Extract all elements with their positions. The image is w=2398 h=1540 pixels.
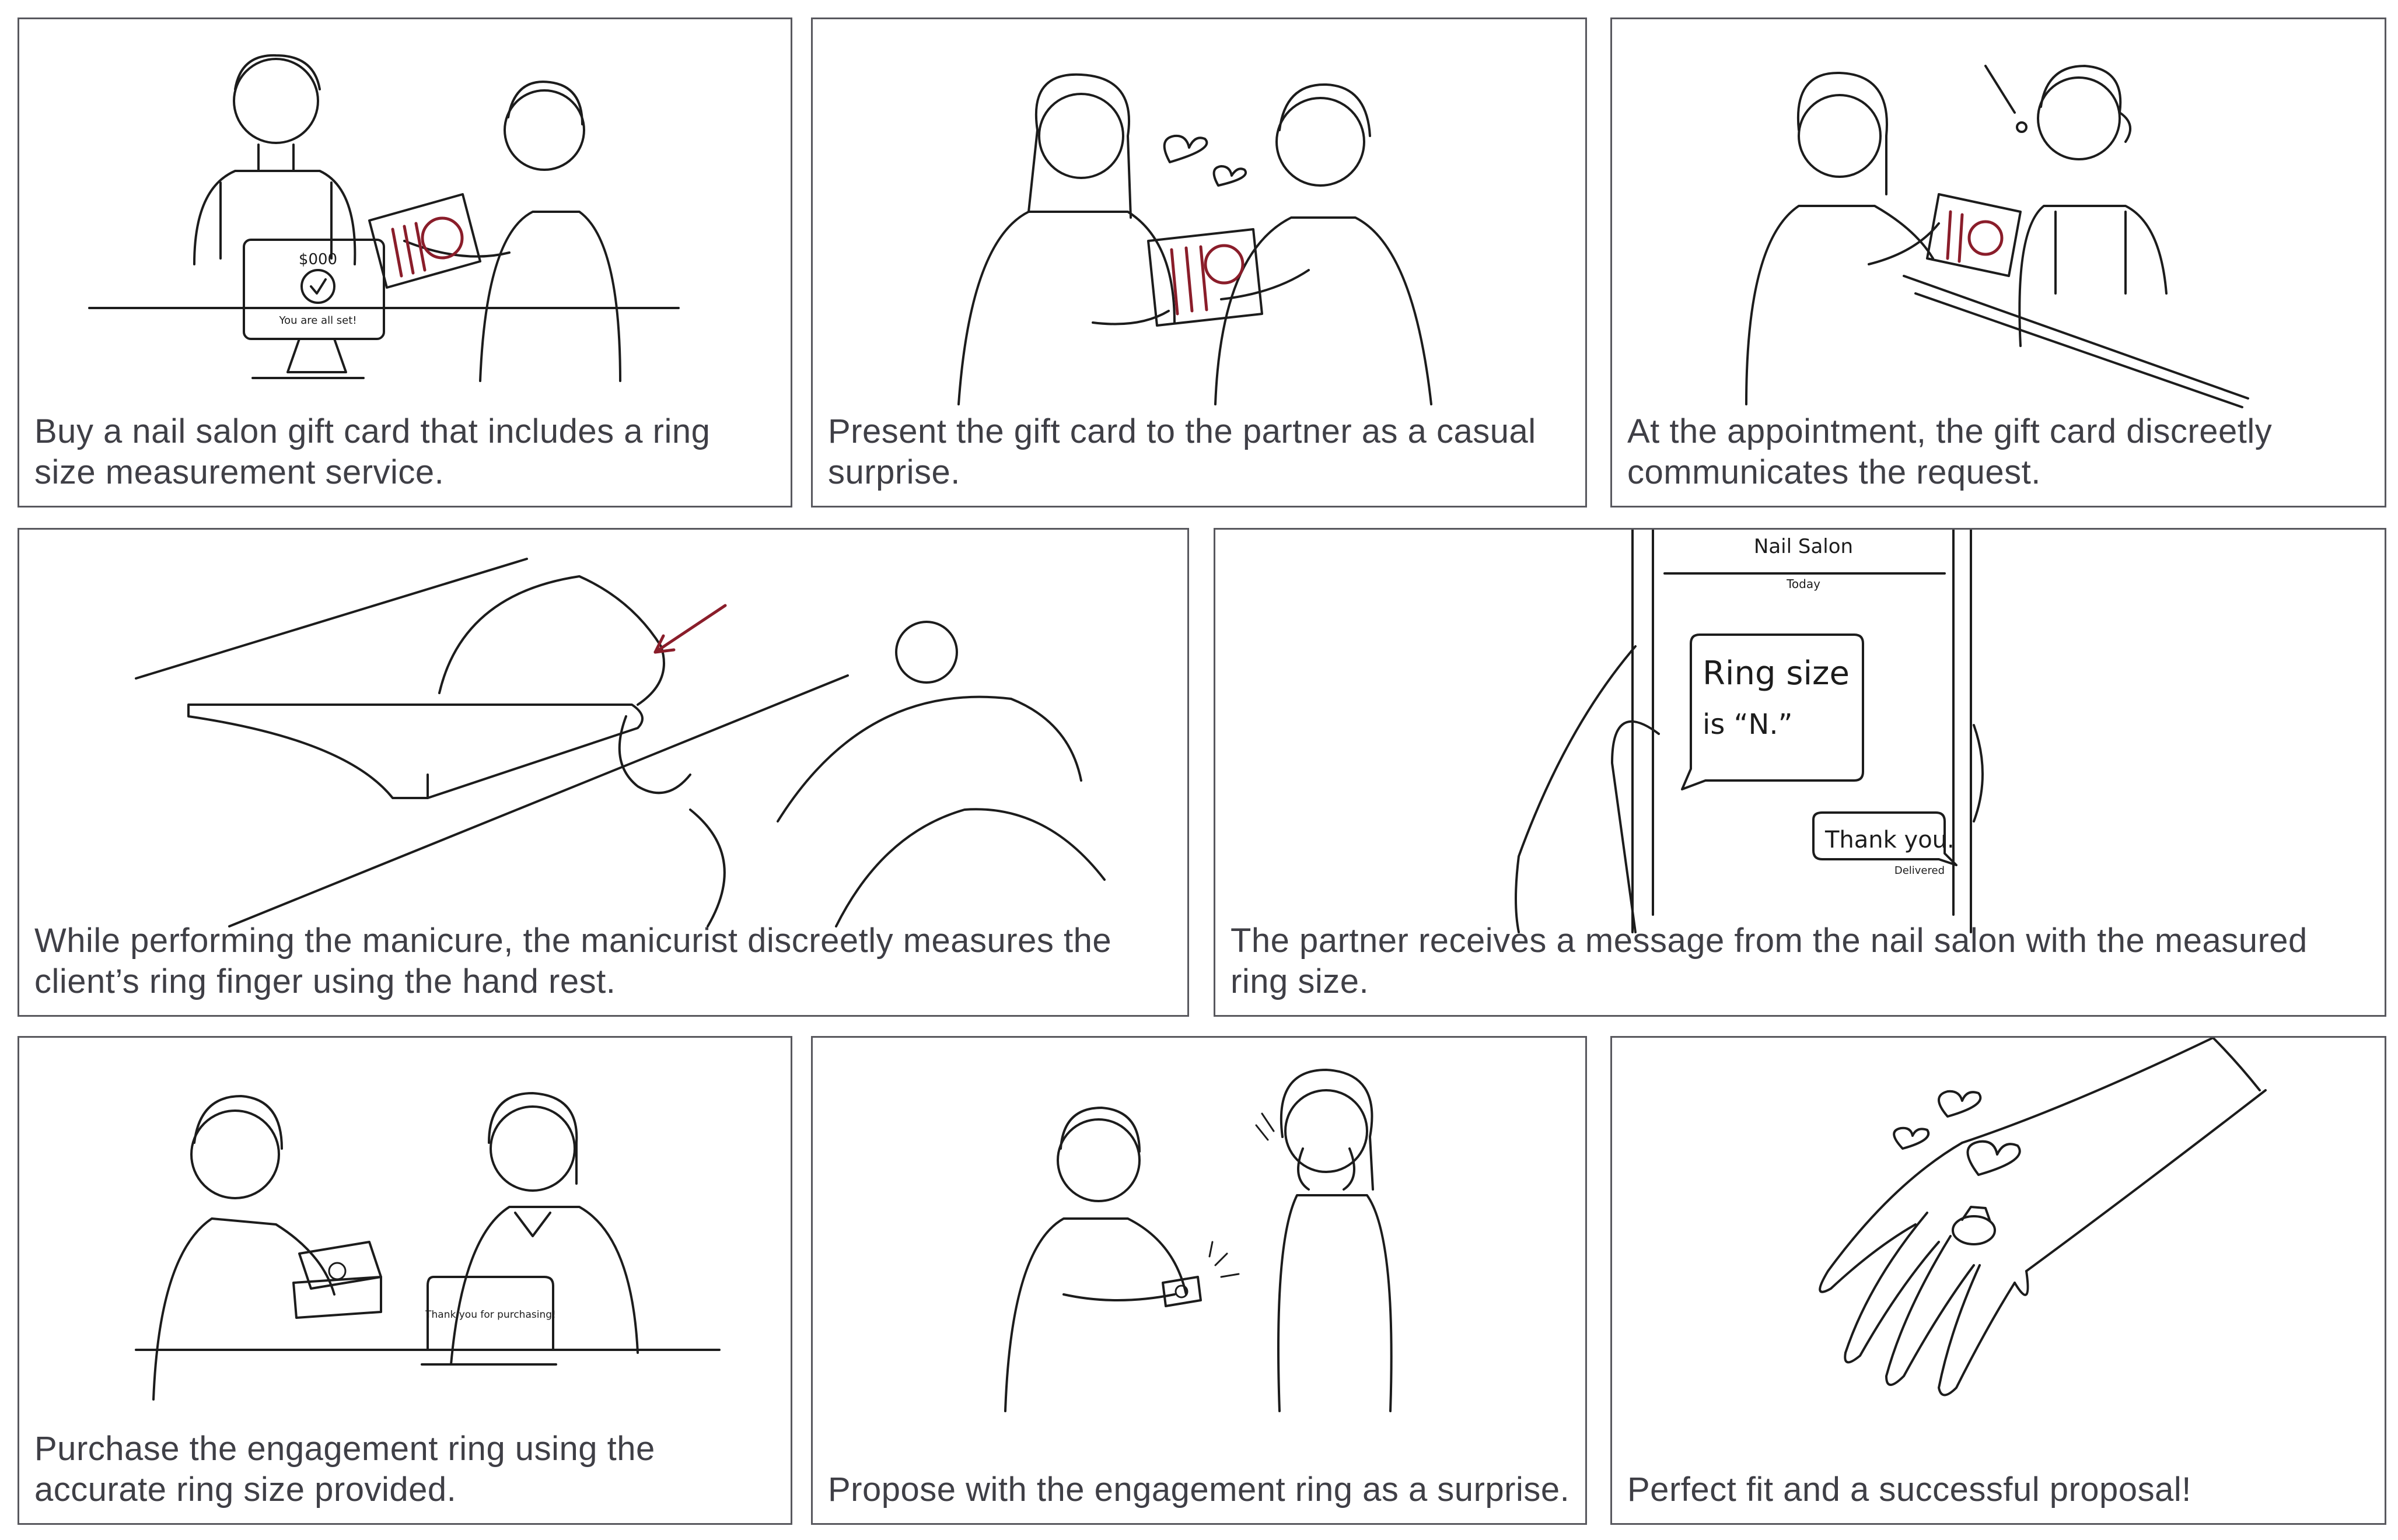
storyboard-panel-6: Thank you for purchasing! Purchase the e… bbox=[18, 1036, 792, 1525]
caption-7: Propose with the engagement ring as a su… bbox=[828, 1471, 1570, 1508]
caption-6: Purchase the engagement ring using the a… bbox=[34, 1430, 655, 1508]
storyboard-panel-8: Perfect fit and a successful proposal! bbox=[1610, 1036, 2386, 1525]
message-size-value: is “N.” bbox=[1703, 708, 1793, 741]
panel-6-illustration: Thank you for purchasing! bbox=[135, 1092, 721, 1401]
reply-status: Delivered bbox=[1894, 864, 1945, 877]
reply-text: Thank you. bbox=[1824, 827, 1955, 853]
caption-2: Present the gift card to the partner as … bbox=[828, 412, 1536, 491]
panel-4-illustration bbox=[135, 558, 1106, 928]
caption-3: At the appointment, the gift card discre… bbox=[1627, 412, 2273, 491]
panel-5-illustration: Nail Salon Today Ring size is “N.” Thank… bbox=[1515, 530, 1984, 933]
storyboard-panel-5: Nail Salon Today Ring size is “N.” Thank… bbox=[1214, 528, 2386, 1017]
phone-date-label: Today bbox=[1786, 577, 1820, 591]
storyboard-panel-4: While performing the manicure, the manic… bbox=[18, 528, 1189, 1017]
tablet-thanks: Thank you for purchasing! bbox=[425, 1309, 556, 1321]
storyboard-panel-1: $000 You are all set! Buy a nail salon g… bbox=[18, 18, 792, 508]
tablet-confirmation: You are all set! bbox=[278, 314, 356, 327]
message-ring-size: Ring size bbox=[1703, 654, 1850, 692]
panel-8-illustration bbox=[1819, 1038, 2267, 1396]
panel-7-illustration bbox=[1004, 1069, 1393, 1412]
storyboard-panel-2: Present the gift card to the partner as … bbox=[811, 18, 1587, 508]
caption-8: Perfect fit and a successful proposal! bbox=[1627, 1471, 2191, 1508]
storyboard-panel-3: At the appointment, the gift card discre… bbox=[1610, 18, 2386, 508]
panel-3-illustration bbox=[1745, 65, 2249, 408]
phone-salon-title: Nail Salon bbox=[1754, 535, 1853, 558]
caption-4: While performing the manicure, the manic… bbox=[34, 922, 1112, 1000]
caption-1: Buy a nail salon gift card that includes… bbox=[34, 412, 711, 491]
storyboard-panel-7: Propose with the engagement ring as a su… bbox=[811, 1036, 1587, 1525]
panel-1-illustration: $000 You are all set! bbox=[88, 54, 680, 382]
caption-5: The partner receives a message from the … bbox=[1231, 922, 2308, 1000]
panel-2-illustration bbox=[957, 73, 1432, 405]
tablet-price: $000 bbox=[299, 251, 337, 268]
